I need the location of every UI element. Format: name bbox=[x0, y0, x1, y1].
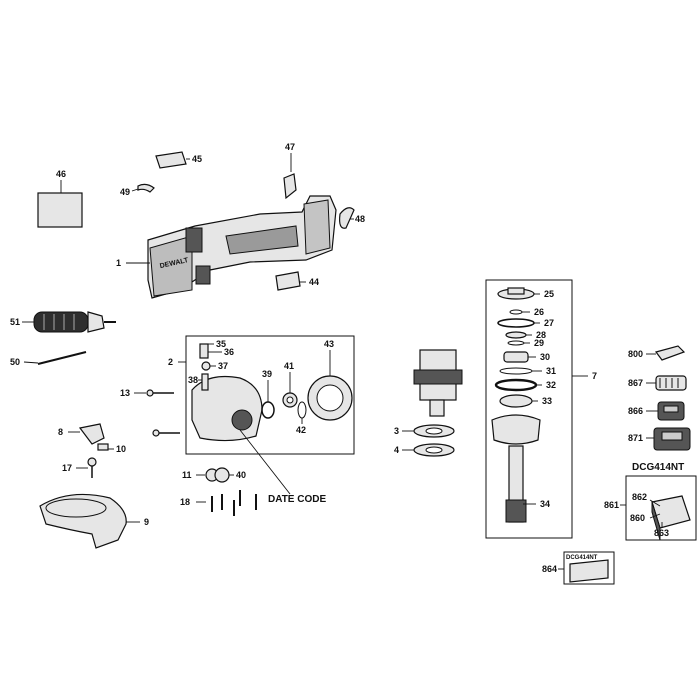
part-46-label-sticker: 46 bbox=[37, 169, 83, 228]
callout-43: 43 bbox=[324, 339, 334, 349]
callout-38: 38 bbox=[188, 375, 198, 385]
callout-51: 51 bbox=[10, 317, 20, 327]
callout-800: 800 bbox=[628, 349, 643, 359]
callout-42: 42 bbox=[296, 425, 306, 435]
callout-864: 864 bbox=[542, 564, 557, 574]
callout-2: 2 bbox=[168, 357, 173, 367]
part-49-label: 49 bbox=[120, 183, 155, 197]
callout-37: 37 bbox=[218, 361, 228, 371]
part-18-screws: 18 bbox=[180, 490, 257, 516]
part-867-charger: 867 bbox=[628, 375, 687, 391]
callout-17: 17 bbox=[62, 463, 72, 473]
callout-34: 34 bbox=[540, 499, 550, 509]
callout-3: 3 bbox=[394, 426, 399, 436]
part-48-pad: 48 bbox=[339, 207, 365, 229]
callout-49: 49 bbox=[120, 187, 130, 197]
kit-insert-box: DCG414NT 864 bbox=[542, 551, 615, 585]
callout-861: 861 bbox=[604, 500, 619, 510]
callout-871: 871 bbox=[628, 433, 643, 443]
callout-4: 4 bbox=[394, 445, 399, 455]
callout-32: 32 bbox=[546, 380, 556, 390]
callout-867: 867 bbox=[628, 378, 643, 388]
callout-29: 29 bbox=[534, 338, 544, 348]
part-7-spindle-assembly: 7 25 26 27 28 29 30 31 32 bbox=[485, 279, 597, 539]
callout-44: 44 bbox=[309, 277, 319, 287]
callout-13: 13 bbox=[120, 388, 130, 398]
callout-7: 7 bbox=[592, 371, 597, 381]
kit-insert-title: DCG414NT bbox=[566, 555, 598, 561]
callout-41: 41 bbox=[284, 361, 294, 371]
part-47-pad: 47 bbox=[283, 142, 297, 200]
part-1-motor-housing: DEWALT 1 bbox=[116, 195, 337, 299]
callout-46: 46 bbox=[56, 169, 66, 179]
callout-9: 9 bbox=[144, 517, 149, 527]
kit-title: DCG414NT bbox=[632, 462, 684, 473]
part-11-40-knob: 11 40 bbox=[182, 467, 246, 483]
callout-40: 40 bbox=[236, 470, 246, 480]
part-13-screw: 13 bbox=[120, 388, 174, 398]
callout-33: 33 bbox=[542, 396, 552, 406]
part-51-side-handle: 51 bbox=[10, 311, 116, 333]
callout-50: 50 bbox=[10, 357, 20, 367]
part-3-bearing: 3 bbox=[394, 424, 455, 438]
callout-18: 18 bbox=[180, 497, 190, 507]
part-45-label: 45 bbox=[155, 151, 202, 169]
callout-28: 28 bbox=[536, 330, 546, 340]
callout-45: 45 bbox=[192, 154, 202, 164]
callout-25: 25 bbox=[544, 289, 554, 299]
kit-case-box: DCG414NT 861 862 860 863 bbox=[604, 462, 697, 541]
callout-8: 8 bbox=[58, 427, 63, 437]
part-8-clip: 8 bbox=[58, 423, 105, 445]
callout-48: 48 bbox=[355, 214, 365, 224]
part-17-screw: 17 bbox=[62, 457, 97, 478]
part-871-battery: 871 bbox=[628, 427, 691, 451]
callout-47: 47 bbox=[285, 142, 295, 152]
part-800-tool: 800 bbox=[628, 345, 686, 361]
part-866-battery: 866 bbox=[628, 401, 685, 421]
part-screw-lower bbox=[152, 429, 180, 437]
callout-36: 36 bbox=[224, 347, 234, 357]
part-armature-assembly bbox=[413, 349, 463, 417]
part-10-spring: 10 bbox=[97, 443, 126, 454]
callout-10: 10 bbox=[116, 444, 126, 454]
callout-11: 11 bbox=[182, 470, 192, 480]
part-2-gear-case-assembly: 2 35 36 37 38 39 41 42 43 D bbox=[168, 335, 355, 505]
callout-30: 30 bbox=[540, 352, 550, 362]
part-9-wheel-guard: 9 bbox=[39, 493, 149, 549]
part-44-label: 44 bbox=[275, 271, 319, 291]
part-50-rod: 50 bbox=[10, 351, 87, 367]
part-4-bearing: 4 bbox=[394, 443, 455, 457]
callout-39: 39 bbox=[262, 369, 272, 379]
callout-862: 862 bbox=[632, 492, 647, 502]
callout-1: 1 bbox=[116, 258, 121, 268]
callout-860: 860 bbox=[630, 513, 645, 523]
callout-31: 31 bbox=[546, 366, 556, 376]
callout-27: 27 bbox=[544, 318, 554, 328]
callout-866: 866 bbox=[628, 406, 643, 416]
callout-863: 863 bbox=[654, 528, 669, 538]
callout-35: 35 bbox=[216, 339, 226, 349]
date-code-label: DATE CODE bbox=[268, 494, 326, 505]
callout-26: 26 bbox=[534, 307, 544, 317]
